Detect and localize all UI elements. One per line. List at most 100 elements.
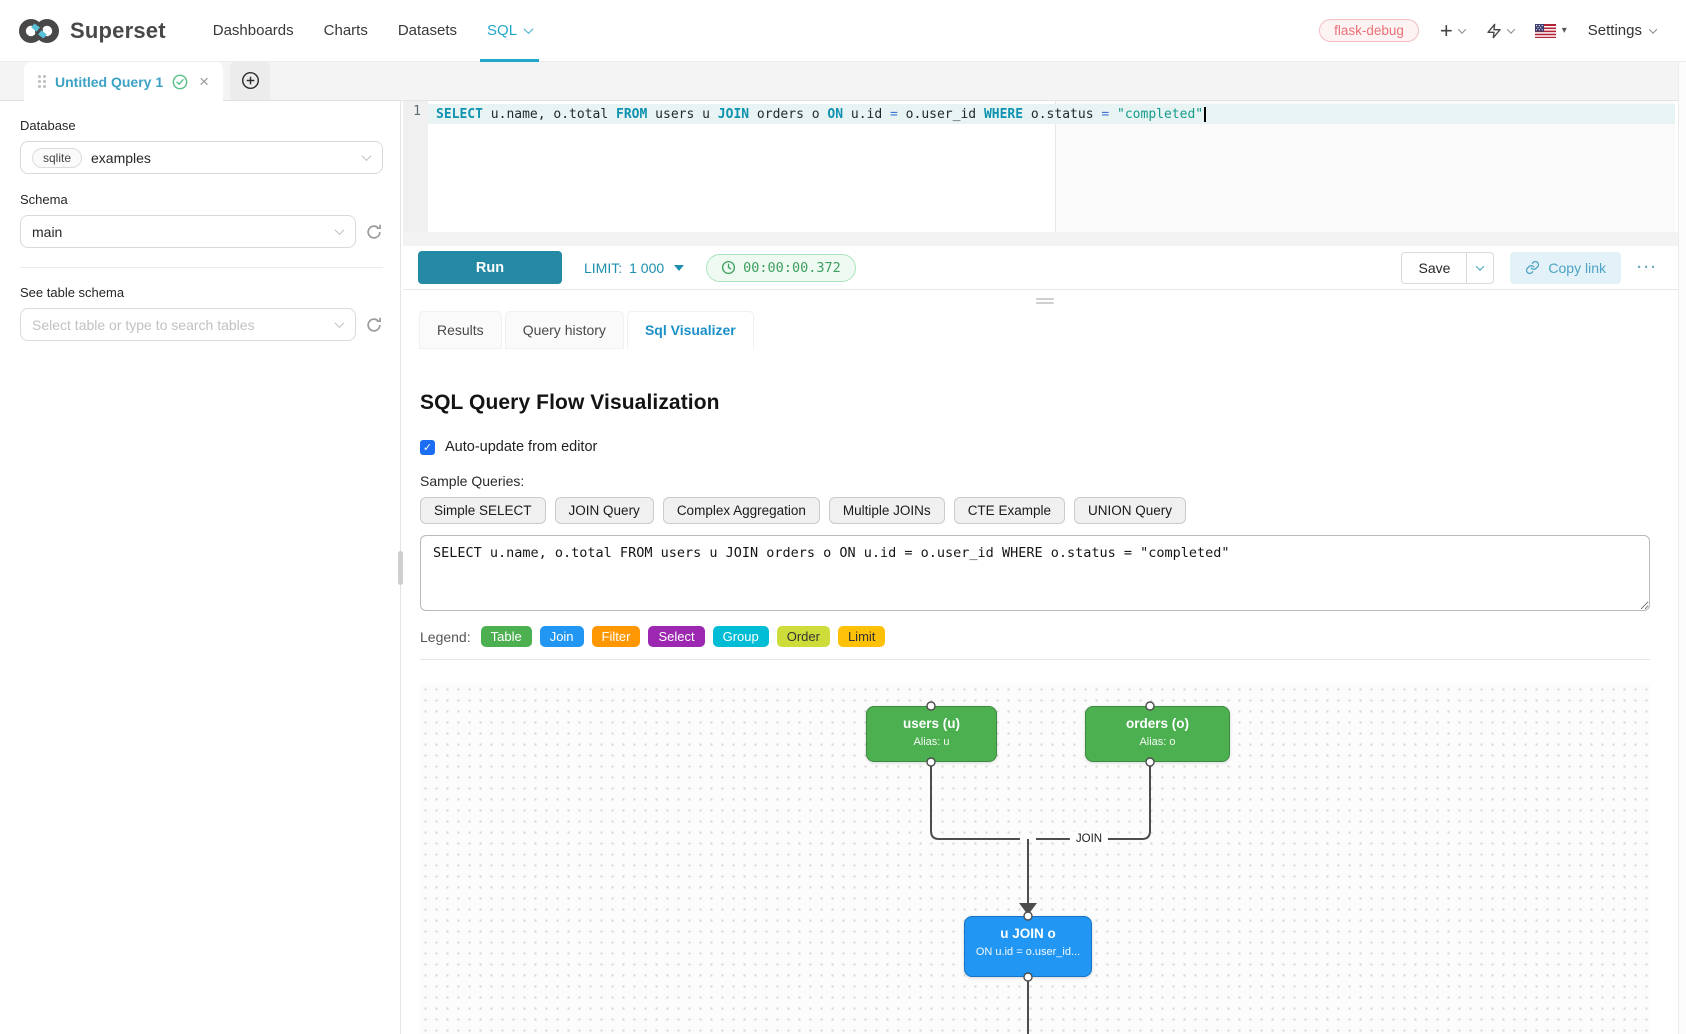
sql-token: = [890,106,898,122]
flow-node-join[interactable]: u JOIN o ON u.id = o.user_id... [964,916,1092,977]
editor-scrollbar[interactable] [403,232,1686,246]
table-search-input[interactable] [32,316,325,333]
nav-item-datasets[interactable]: Datasets [397,22,458,39]
save-button[interactable]: Save [1401,251,1468,284]
sql-token: WHERE [983,106,1024,122]
table-refresh-button[interactable] [365,316,383,334]
sql-visualizer-panel: SQL Query Flow Visualization ✓ Auto-upda… [403,349,1686,1034]
plus-icon: + [1439,17,1453,43]
navbar: Superset Dashboards Charts Datasets SQL fla… [0,0,1686,62]
node-subtitle: Alias: u [913,736,950,748]
result-tab-sql-visualizer[interactable]: Sql Visualizer [626,311,754,349]
query-saved-check-icon [172,74,188,90]
south-pane-resizer[interactable] [403,290,1686,311]
superset-logo-icon [17,15,61,47]
flow-node-users[interactable]: users (u) Alias: u [866,706,997,762]
result-tab-query-history[interactable]: Query history [504,311,624,349]
chevron-down-icon [1476,261,1485,271]
sample-query-button[interactable]: UNION Query [1073,497,1186,524]
drag-handle-icon[interactable] [38,75,46,88]
flow-node-orders[interactable]: orders (o) Alias: o [1085,706,1230,762]
brand[interactable]: Superset [17,15,166,47]
table-search-select[interactable] [20,308,356,341]
sample-query-button[interactable]: Multiple JOINs [828,497,945,524]
sql-lab-content: 1 SELECT u.name, o.total FROM users u JO… [403,101,1686,1034]
sample-query-button[interactable]: Complex Aggregation [662,497,820,524]
sql-token: SELECT [436,106,483,122]
main-nav: Dashboards Charts Datasets SQL [198,0,547,62]
chevron-down-icon [1457,24,1467,34]
legend-label: Legend: [420,628,471,645]
sample-query-button[interactable]: Simple SELECT [420,497,546,524]
result-tab-results[interactable]: Results [419,311,502,349]
auto-update-checkbox[interactable]: ✓ [420,439,435,455]
flow-canvas[interactable]: users (u) Alias: u orders (o) Alias: o u… [420,684,1650,1034]
more-options-button[interactable]: ··· [1637,259,1658,276]
add-tab-button[interactable] [230,61,271,100]
flow-edges [926,701,1155,1034]
copy-link-label: Copy link [1548,259,1606,276]
legend-badge: Limit [837,626,886,647]
chevron-down-icon [361,151,372,162]
node-subtitle: Alias: o [1139,736,1176,748]
node-subtitle: ON u.id = o.user_id... [975,946,1081,958]
nav-item-charts[interactable]: Charts [323,22,368,39]
database-label: Database [20,118,76,133]
nav-item-dashboards[interactable]: Dashboards [212,22,294,39]
schema-select[interactable]: main [20,215,356,248]
query-timer: 00:00:00.372 [706,253,856,282]
sample-query-button[interactable]: CTE Example [953,497,1065,524]
query-tab[interactable]: Untitled Query 1 × [24,62,224,101]
schema-refresh-button[interactable] [365,223,383,241]
close-tab-icon[interactable]: × [199,72,210,91]
limit-value: 1 000 [629,259,665,276]
new-item-menu[interactable]: + [1439,17,1467,43]
limit-dropdown[interactable]: LIMIT: 1 000 [584,259,685,276]
panel-divider [420,659,1650,660]
page-scrollbar[interactable] [1678,62,1686,1034]
legend-badge: Group [712,626,769,647]
legend-badge: Select [648,626,705,647]
query-search-menu[interactable] [1486,22,1516,40]
resizer-grip[interactable] [398,550,403,585]
editor-gutter: 1 [403,101,428,232]
sql-editor[interactable]: 1 SELECT u.name, o.total FROM users u JO… [403,101,1686,232]
nav-item-sql[interactable]: SQL [472,0,547,62]
schema-value: main [32,223,63,240]
sql-input[interactable]: SELECT u.name, o.total FROM users u JOIN… [420,535,1650,611]
code-line[interactable]: SELECT u.name, o.total FROM users u JOIN… [428,104,1675,124]
sample-query-button[interactable]: JOIN Query [554,497,654,524]
text-cursor [1204,106,1207,122]
legend-badge: Order [776,626,830,647]
sql-lab-sidebar: Database sqlite examples Schema main See [0,101,399,1034]
save-caret-button[interactable] [1467,251,1495,284]
language-flag-icon [1534,23,1556,38]
lightning-icon [1486,22,1502,40]
join-edge-label: JOIN [1069,832,1109,846]
database-name: examples [91,149,151,166]
print-margin [1055,101,1056,232]
node-title: orders (o) [1125,716,1189,731]
pane-resizer[interactable] [398,101,403,1034]
resizer-grip-icon[interactable] [1035,297,1054,304]
sql-token: ON [827,106,844,122]
copy-link-button[interactable]: Copy link [1510,251,1621,284]
link-icon [1525,260,1540,275]
sql-token: u.name, o.total [482,106,617,122]
run-button[interactable]: Run [418,251,562,284]
settings-label: Settings [1587,22,1642,39]
env-badge: flask-debug [1319,19,1419,42]
database-select[interactable]: sqlite examples [20,141,383,174]
database-type-badge: sqlite [32,147,83,168]
sql-token: JOIN [717,106,750,122]
legend-badge: Filter [591,626,641,647]
settings-menu[interactable]: Settings [1587,22,1658,39]
caret-down-icon [674,264,685,271]
sample-queries-label: Sample Queries: [420,473,525,489]
language-picker[interactable]: ▾ [1534,23,1567,38]
plus-circle-icon [241,71,260,90]
sql-token: FROM [616,106,648,122]
legend-badge: Join [539,626,584,647]
